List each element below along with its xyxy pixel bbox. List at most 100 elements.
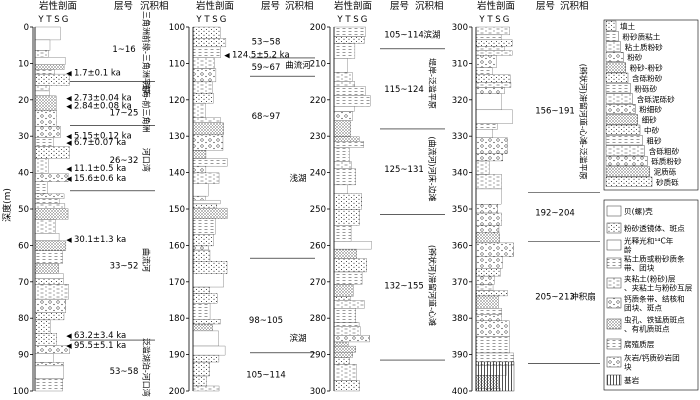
col2-layer-title: 层号 [261, 1, 280, 12]
layer-number-label: 132~155 [384, 281, 424, 291]
legend-label: 光释光和¹⁴C年 [624, 236, 674, 246]
lithology-bed [475, 67, 493, 75]
lithology-bed [333, 322, 360, 327]
lithology-bed [333, 26, 366, 37]
legend-label: 含砾泥砾砂 [637, 94, 675, 104]
lithology-bed [192, 234, 214, 247]
grain-size-label: Y [195, 15, 202, 25]
lithology-bed [333, 326, 361, 336]
lithology-bed [475, 268, 501, 277]
depth-tick-label: 240 [310, 169, 326, 179]
depth-tick-label: 260 [310, 241, 326, 251]
legend-label: 龄 [624, 245, 632, 255]
age-date-label: 63.2±3.4 ka [74, 331, 126, 341]
layer-number-label: 125~131 [384, 165, 424, 175]
lithology-bed [34, 73, 70, 86]
grain-size-label: T [486, 15, 493, 25]
col2-facies-title: 沉积相 [285, 0, 314, 12]
age-date-label: 11.1±0.5 ka [74, 164, 126, 174]
depth-tick-label: 120 [169, 96, 185, 106]
depth-tick-label: 280 [310, 314, 326, 324]
lithology-bed [34, 362, 64, 367]
lithology-bed [475, 242, 514, 257]
lithology-bed [475, 74, 511, 83]
date-marker-arrow: ◀ [66, 165, 72, 173]
date-marker-arrow: ◀ [66, 342, 72, 350]
layer-number-label: 59~67 [252, 63, 281, 73]
col1-facies-title: 沉积相 [140, 0, 169, 12]
date-marker-arrow: ◀ [66, 132, 72, 140]
lithology-bed [333, 296, 351, 301]
layer-number-label: 17~25 [110, 109, 139, 119]
lithology-bed [34, 50, 49, 58]
legend-swatch [605, 52, 624, 63]
lithology-bed [333, 36, 365, 44]
lithology-bed [333, 248, 357, 259]
age-date-label: 95.5±5.1 ka [74, 341, 126, 351]
lithology-bed [475, 204, 498, 214]
lithology-bed [333, 335, 370, 343]
depth-tick-label: 150 [169, 205, 185, 215]
grain-size-label: S [353, 15, 358, 25]
depth-tick-label: 10 [18, 59, 29, 69]
lithology-bed [34, 181, 48, 195]
depth-tick-label: 360 [452, 241, 468, 251]
col1-lithology-title: 岩性剖面 [39, 0, 77, 12]
lithology-column [34, 26, 70, 392]
age-date-label: 30.1±1.3 ka [74, 235, 126, 245]
lithology-bed [192, 26, 221, 39]
lithology-bed [333, 168, 356, 186]
depth-tick-label: 400 [452, 387, 468, 397]
depth-tick-label: 210 [310, 59, 326, 69]
lithology-bed [34, 85, 50, 92]
lithology-bed [192, 319, 221, 325]
legend-label: 含砾粗砂 [649, 146, 680, 156]
lithology-bed [475, 34, 502, 41]
lithology-bed [34, 198, 60, 204]
lithology-bed [192, 93, 214, 104]
legend-symbol [606, 257, 622, 269]
legend-swatch [605, 31, 619, 42]
age-date-label: 2.84±0.08 ka [74, 102, 132, 112]
depth-tick-label: 200 [169, 387, 185, 397]
lithology-bed [333, 300, 365, 309]
legend-label: 灰岩/钙质砂岩团 [624, 353, 680, 363]
lithology-bed [34, 95, 57, 111]
lithology-bed [192, 249, 211, 262]
facies-label: 堤岸-泛滥平原 [428, 58, 438, 109]
lithology-bed [475, 50, 513, 56]
lithology-bed [333, 357, 350, 365]
depth-tick-label: 110 [169, 59, 185, 69]
lithology-bed [34, 173, 69, 182]
lithology-bed [192, 303, 211, 320]
lithology-bed [192, 361, 210, 377]
layer-number-label: 105~114 [246, 371, 286, 381]
lithology-bed [475, 275, 495, 285]
depth-tick-label: 390 [452, 351, 468, 361]
lithology-bed [34, 319, 51, 334]
lithology-bed [475, 290, 508, 297]
lithology-bed [475, 109, 513, 124]
date-marker-arrow: ◀ [66, 332, 72, 340]
legend-label: 、夹粘土与粉砂互层 [624, 283, 693, 293]
legend-symbol [606, 205, 622, 217]
lithology-bed [192, 218, 216, 235]
lithology-bed [34, 312, 65, 321]
legend-swatch [605, 20, 617, 31]
lithology-bed [192, 375, 207, 387]
lithology-bed [34, 90, 50, 97]
lithology-bed [333, 72, 353, 82]
lithology-bed [333, 141, 364, 148]
lithology-bed [475, 137, 508, 154]
depth-tick-label: 270 [310, 278, 326, 288]
legend-label: 粉砂-粉砂 [630, 63, 664, 73]
headers: 岩性剖面 沉积相 岩性剖面 层号 沉积相 岩性剖面 层号 沉积相 岩性剖面 层号… [39, 0, 589, 12]
layer-number-label: 156~191 [535, 107, 575, 117]
facies-label: 曲流河 [142, 248, 152, 272]
facies-label: 曲流河 [285, 60, 311, 71]
lithology-bed [475, 55, 497, 68]
grain-size-label: S [495, 15, 500, 25]
lithology-bed [34, 137, 55, 147]
lithology-bed [192, 330, 219, 347]
